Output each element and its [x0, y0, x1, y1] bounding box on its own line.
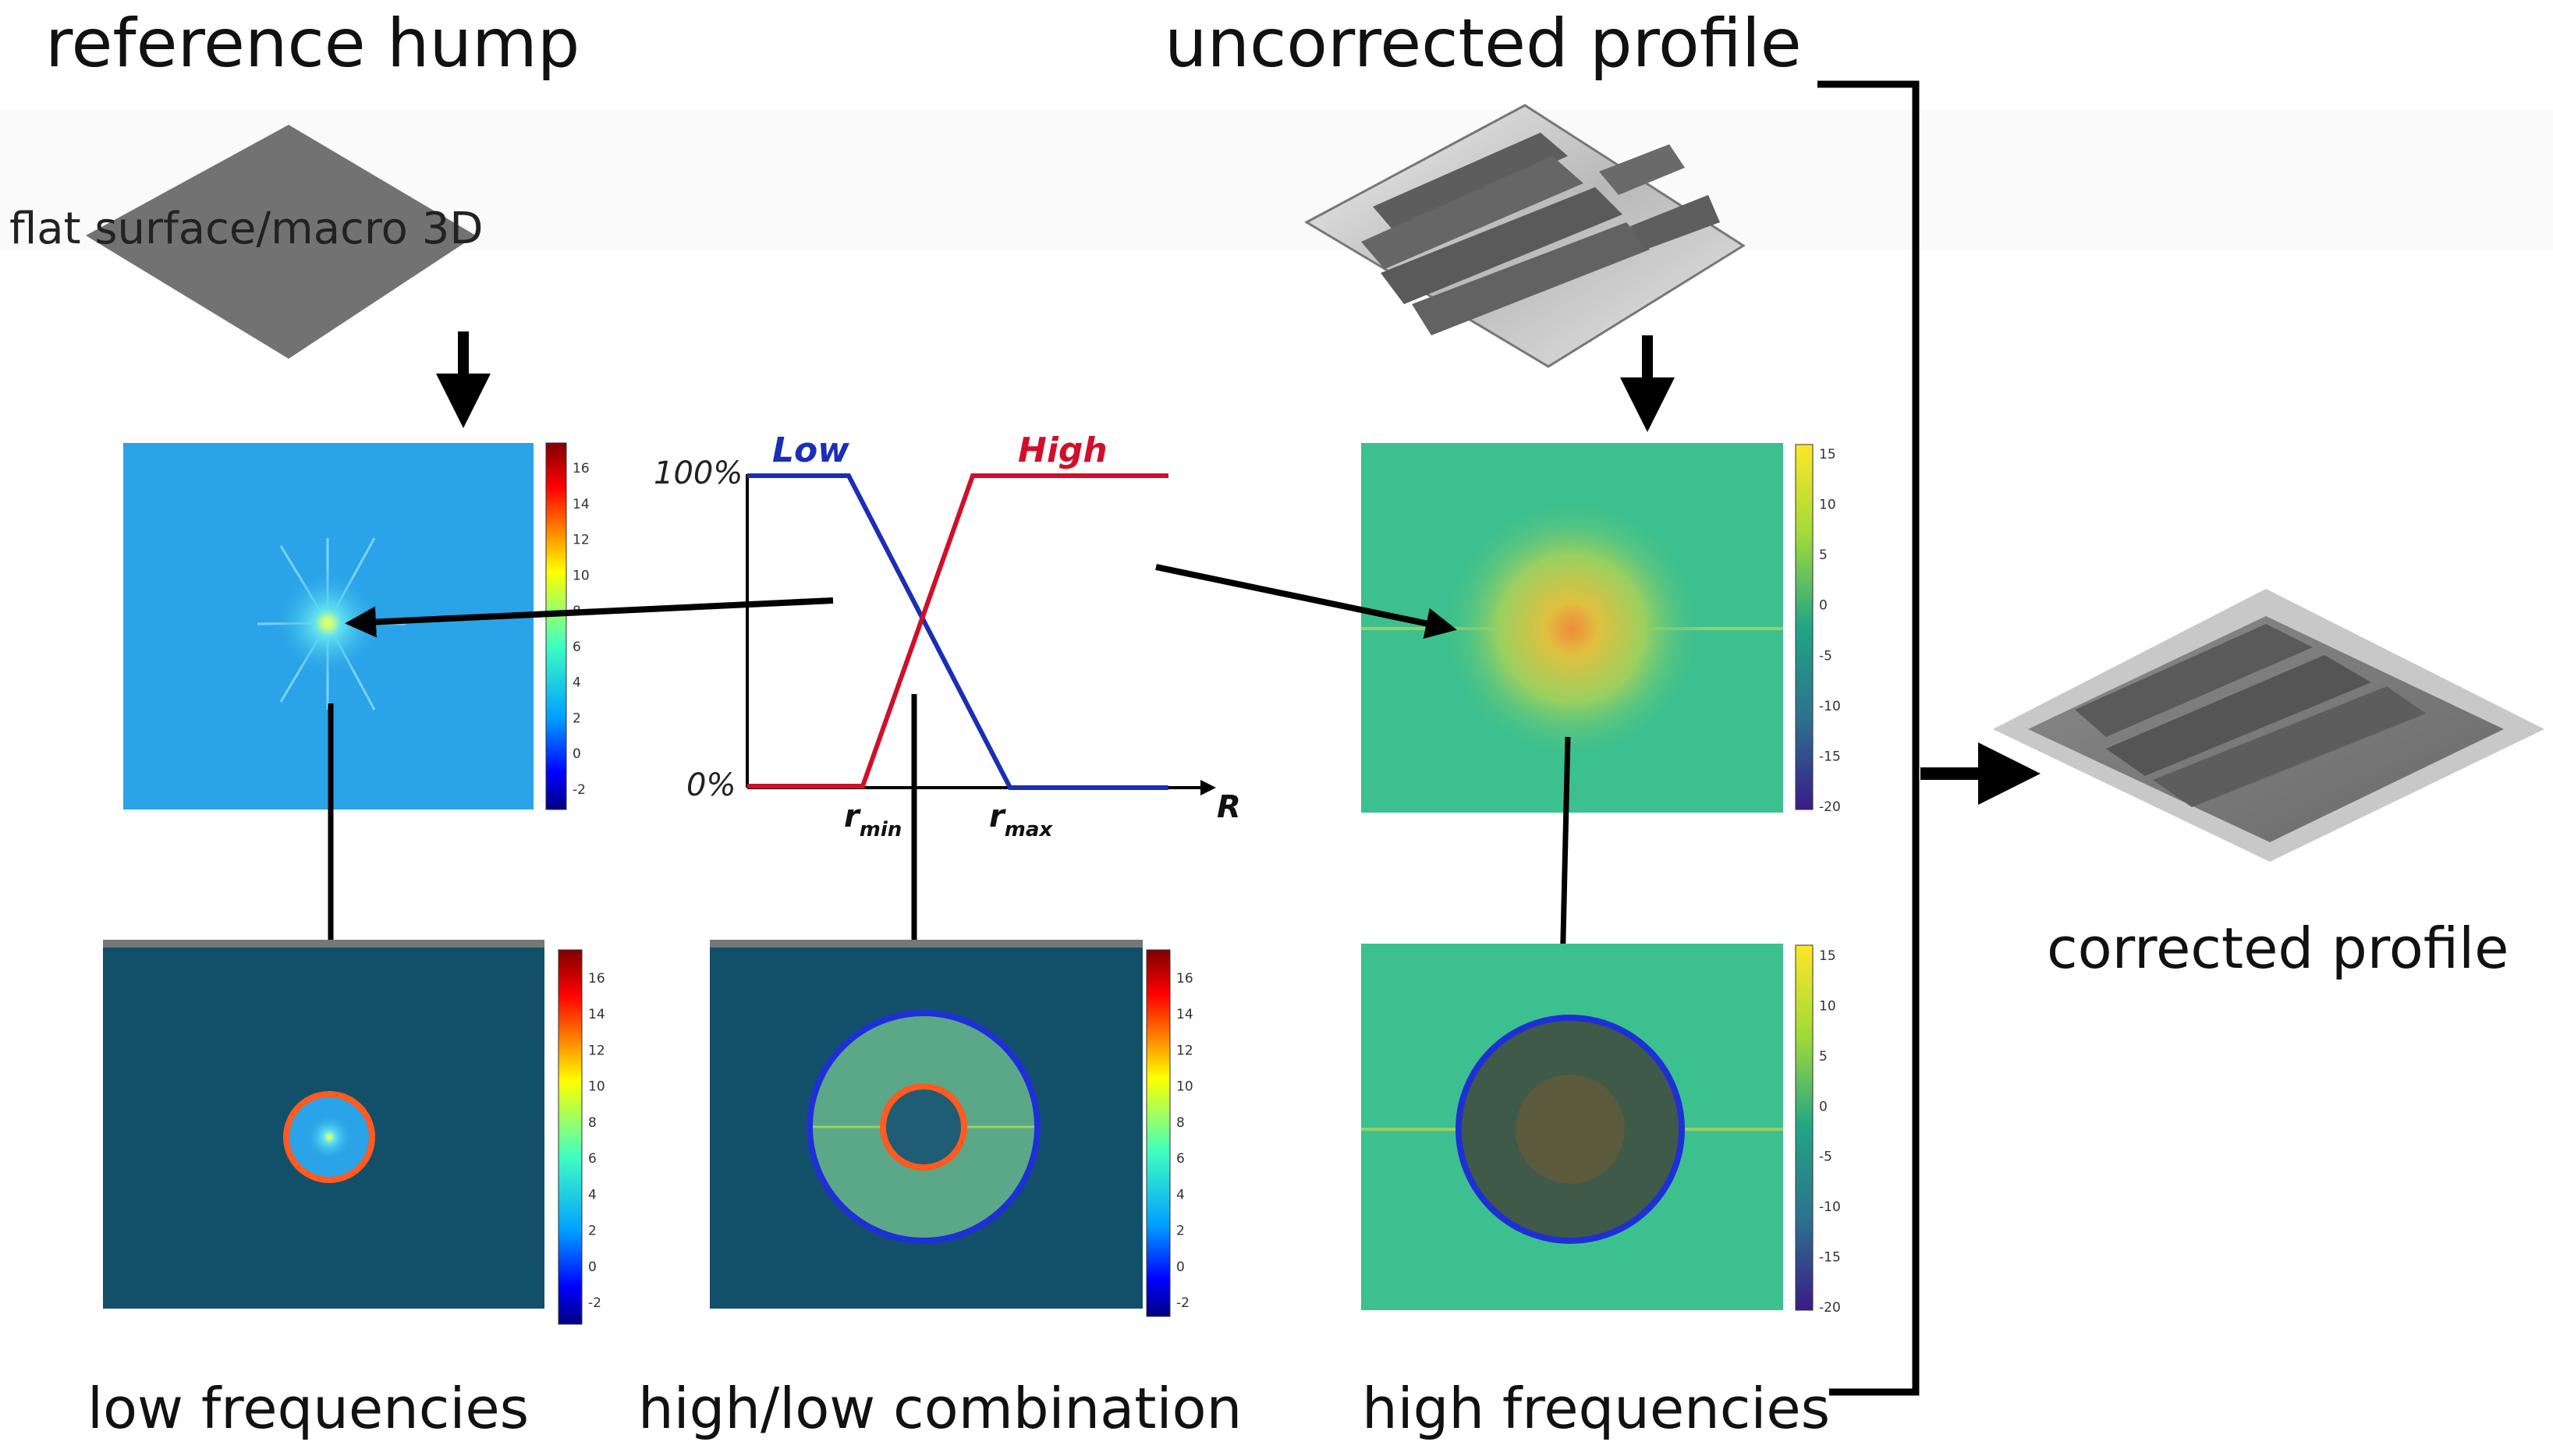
high-curve-label: High [1018, 430, 1108, 470]
uncorrected-profile-surface [1303, 104, 1746, 368]
arrow-high-down [1549, 736, 1577, 976]
colorbar-tick-label: 2 [1176, 1224, 1185, 1239]
low-curve-label: Low [772, 430, 849, 470]
colorbar-tick-label: 12 [588, 1043, 605, 1058]
combination-colorbar: 16 14 12 10 8 6 4 2 0 -2 [1146, 949, 1193, 1317]
combination-low-ring [880, 1083, 967, 1171]
colorbar-tick-label: 10 [1176, 1079, 1193, 1095]
colorbar-tick-label: -5 [1819, 1150, 1832, 1165]
high-low-combination-caption: high/low combination [638, 1376, 1243, 1441]
colorbar-tick-label: -2 [1176, 1295, 1190, 1311]
colorbar-tick-label: -10 [1819, 699, 1841, 714]
low-frequencies-colorbar: 16 14 12 10 8 6 4 2 0 -2 [558, 949, 605, 1325]
y-min-label: 0% [686, 767, 736, 803]
colorbar-tick-label: 2 [588, 1224, 597, 1239]
colorbar-tick-label: 10 [573, 568, 590, 583]
high-pass-curve [747, 473, 1168, 788]
flat-surface-diamond [86, 125, 476, 359]
colorbar-tick-label: 6 [588, 1151, 597, 1167]
colorbar-tick-label: -15 [1819, 1250, 1841, 1266]
colorbar-tick-label: 0 [1176, 1259, 1185, 1275]
colorbar-tick-label: 4 [1176, 1187, 1185, 1203]
colorbar-tick-label: 8 [1176, 1115, 1185, 1131]
colorbar-tick-label: 15 [1819, 447, 1836, 462]
r-axis-label: R [1217, 789, 1241, 825]
reference-hump-title: reference hump [45, 5, 580, 83]
colorbar-tick-label: 14 [1176, 1007, 1193, 1022]
colorbar-tick-label: 10 [588, 1079, 605, 1095]
high-frequencies-caption: high frequencies [1362, 1376, 1831, 1441]
colorbar-tick-label: 0 [573, 746, 581, 762]
low-cutoff-ring [283, 1091, 375, 1183]
colorbar-tick-label: 15 [1819, 948, 1836, 964]
filter-transfer-graph: Low High 100% 0% rmin rmax R [654, 430, 1241, 841]
colorbar-tick-label: 5 [1819, 547, 1828, 563]
high-frequencies-colorbar: 15 10 5 0 -5 -10 -15 -20 [1795, 944, 1841, 1316]
colorbar-tick-label: -20 [1819, 1300, 1841, 1316]
colorbar-tick-label: 14 [588, 1007, 605, 1022]
colorbar-tick-label: 6 [573, 639, 581, 655]
flat-surface-label: flat surface/macro 3D [9, 204, 483, 254]
colorbar-tick-label: 16 [573, 461, 590, 476]
colorbar-tick-label: -2 [588, 1295, 601, 1311]
low-frequencies-panel [103, 940, 544, 1309]
colorbar-tick-label: 8 [588, 1115, 597, 1131]
colorbar-tick-label: 16 [588, 971, 605, 987]
colorbar-tick-label: 6 [1176, 1151, 1185, 1167]
colorbar-tick-label: 0 [1819, 598, 1828, 614]
high-frequencies-panel [1361, 944, 1783, 1310]
colorbar-tick-label: 0 [1819, 1099, 1828, 1114]
combination-high-ring [807, 1010, 1041, 1244]
high-cutoff-ring [1456, 1015, 1685, 1244]
colorbar-tick-label: -20 [1819, 799, 1841, 815]
low-frequencies-caption: low frequencies [87, 1376, 530, 1441]
colorbar-tick-label: 5 [1819, 1049, 1828, 1065]
colorbar-tick-label: 10 [1819, 998, 1836, 1014]
colorbar-tick-label: 12 [573, 533, 590, 548]
colorbar-tick-label: -15 [1819, 749, 1841, 764]
colorbar-tick-label: 2 [573, 710, 581, 726]
arrow-graph-to-high [1155, 564, 1457, 639]
uncorrected-spectrum-panel [1361, 443, 1783, 813]
colorbar-tick-label: 0 [588, 1259, 597, 1275]
uncorrected-profile-title: uncorrected profile [1165, 5, 1802, 83]
colorbar-tick-label: 4 [588, 1187, 597, 1203]
y-max-label: 100% [654, 455, 743, 491]
r-min-label: rmin [844, 799, 902, 841]
corrected-profile-title: corrected profile [2047, 916, 2509, 981]
uncorrected-colorbar: 15 10 5 0 -5 -10 -15 -20 [1795, 444, 1841, 815]
r-max-label: rmax [989, 799, 1053, 841]
colorbar-tick-label: 16 [1176, 971, 1193, 987]
colorbar-tick-label: 12 [1176, 1043, 1193, 1058]
low-pass-curve [747, 473, 1168, 790]
colorbar-tick-label: -2 [573, 782, 586, 798]
combination-panel [710, 940, 1143, 1309]
colorbar-tick-label: -5 [1819, 648, 1832, 664]
arrow-graph-to-low [345, 597, 834, 638]
colorbar-tick-label: 4 [573, 675, 581, 691]
corrected-profile-surface [1993, 589, 2544, 862]
colorbar-tick-label: -10 [1819, 1199, 1841, 1215]
combine-bracket [1817, 80, 1920, 1396]
colorbar-tick-label: 14 [573, 497, 590, 512]
colorbar-tick-label: 10 [1819, 498, 1836, 513]
